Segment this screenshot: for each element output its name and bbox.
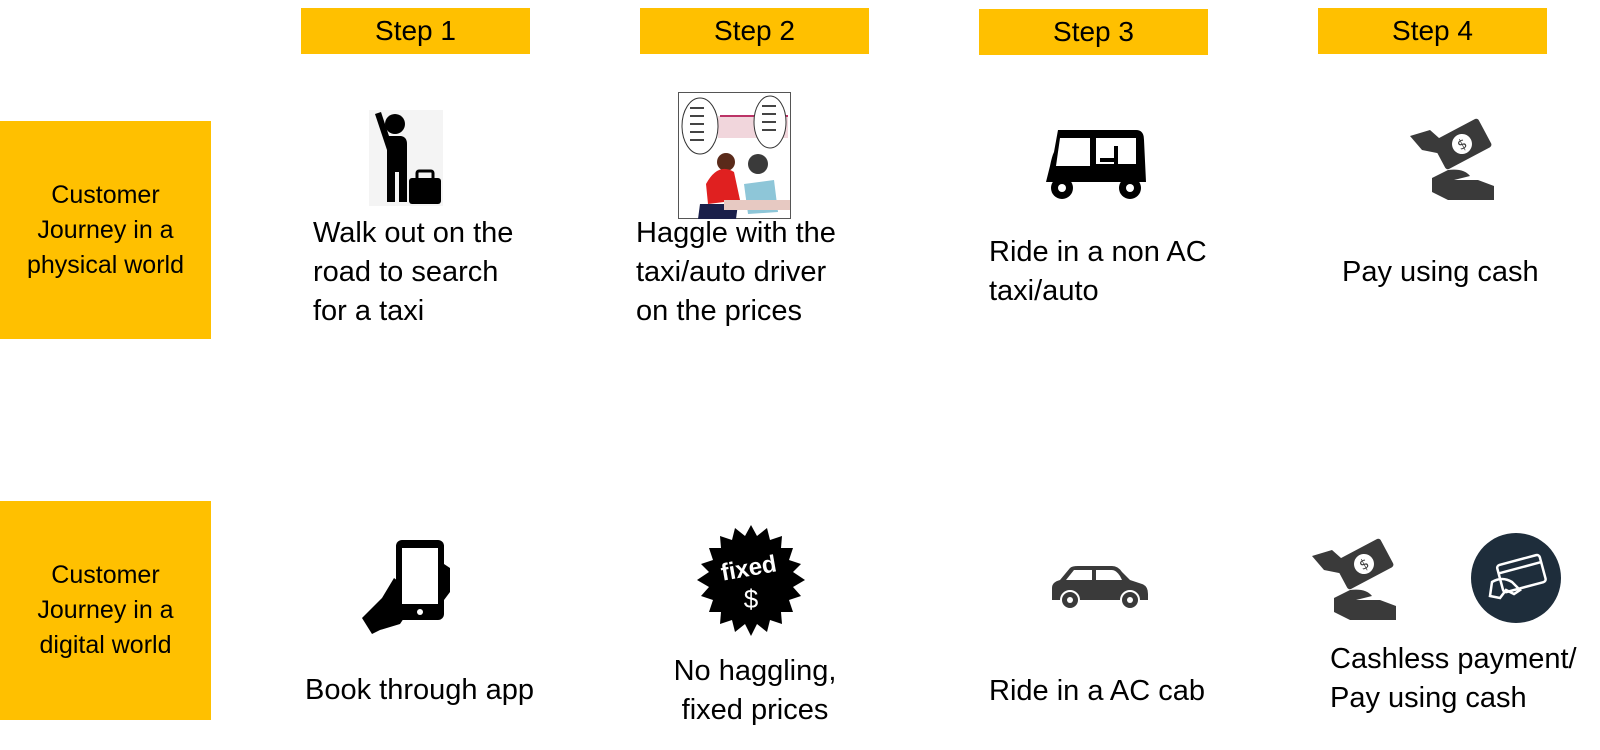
step-3-digital-text: Ride in a AC cab	[989, 672, 1269, 711]
badge-dollar-text: $	[744, 584, 759, 614]
step-4-digital-text: Cashless payment/ Pay using cash	[1330, 640, 1598, 718]
auto-rickshaw-icon	[1042, 126, 1148, 202]
text-line: No haggling,	[673, 655, 837, 687]
step-1-physical-text: Walk out on the road to search for a tax…	[313, 214, 583, 331]
text-line: road to search	[313, 256, 499, 288]
text-line: Walk out on the	[313, 217, 514, 249]
car-icon	[1048, 564, 1150, 610]
row-label-line: Customer	[51, 180, 160, 209]
fixed-price-badge-icon: fixed $	[693, 524, 809, 638]
cash-payment-hand-icon: $	[1408, 116, 1500, 204]
text-line: on the prices	[636, 295, 803, 327]
step-1-header: Step 1	[301, 8, 530, 54]
step-2-header: Step 2	[640, 8, 869, 54]
text-line: Book through app	[305, 674, 534, 706]
text-line: Pay using cash	[1330, 682, 1527, 714]
row-label-physical-world: Customer Journey in a physical world	[0, 121, 211, 339]
step-4-physical-text: Pay using cash	[1342, 253, 1582, 292]
person-hailing-with-luggage-icon	[367, 110, 443, 206]
text-line: taxi/auto	[989, 275, 1099, 307]
step-2-physical-text: Haggle with the taxi/auto driver on the …	[636, 214, 906, 331]
step-1-label: Step 1	[375, 15, 456, 46]
row-label-line: physical world	[26, 250, 184, 279]
row-label-line: Customer	[51, 561, 160, 589]
row-label-line: digital world	[39, 631, 172, 659]
text-line: Ride in a AC cab	[989, 675, 1206, 707]
text-line: fixed prices	[681, 694, 829, 726]
comic-haggling-illustration	[678, 92, 791, 219]
step-3-label: Step 3	[1053, 16, 1134, 47]
step-3-physical-text: Ride in a non AC taxi/auto	[989, 233, 1269, 311]
step-2-digital-text: No haggling, fixed prices	[620, 652, 890, 730]
card-payment-icon	[1470, 532, 1562, 624]
text-line: for a taxi	[313, 295, 425, 327]
text-line: Ride in a non AC	[989, 236, 1207, 268]
text-line: taxi/auto driver	[636, 256, 827, 288]
row-label-line: Journey in a	[37, 215, 174, 244]
step-2-label: Step 2	[714, 15, 795, 46]
row-label-digital-world: Customer Journey in a digital world	[0, 501, 211, 720]
text-line: Haggle with the	[636, 217, 836, 249]
cash-payment-hand-icon: $	[1310, 536, 1402, 624]
step-3-header: Step 3	[979, 9, 1208, 55]
step-4-header: Step 4	[1318, 8, 1547, 54]
step-4-label: Step 4	[1392, 15, 1473, 46]
row-label-line: Journey in a	[37, 596, 174, 624]
text-line: Cashless payment/	[1330, 643, 1577, 675]
hand-holding-phone-icon	[360, 538, 452, 634]
text-line: Pay using cash	[1342, 256, 1539, 288]
step-1-digital-text: Book through app	[305, 671, 585, 710]
